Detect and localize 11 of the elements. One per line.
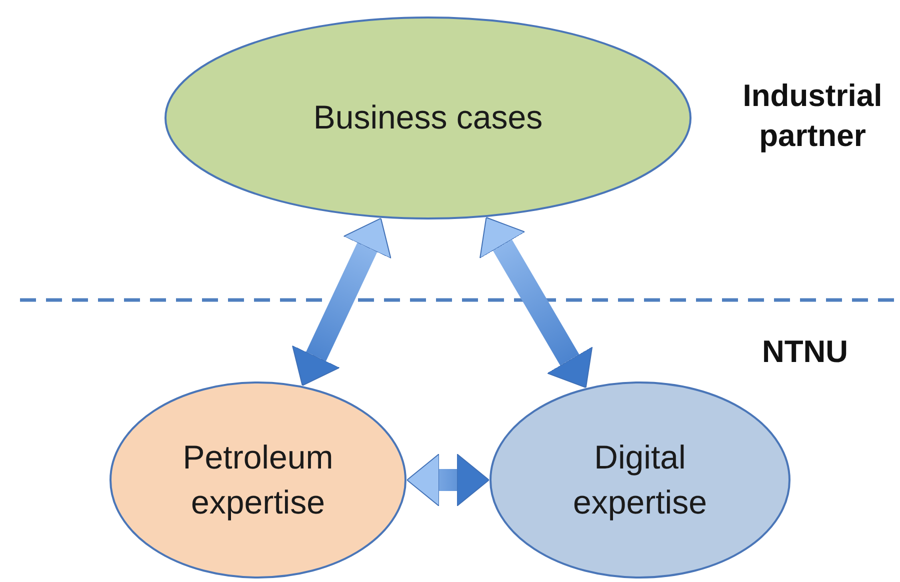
node-label: Business cases xyxy=(312,98,544,138)
double-arrow xyxy=(292,218,392,386)
oval-node xyxy=(164,16,692,220)
region-label: Industrial partner xyxy=(742,77,884,156)
region-label: NTNU xyxy=(760,333,850,371)
node-label: Petroleum expertise xyxy=(182,437,334,522)
double-arrow xyxy=(406,454,490,506)
oval-node xyxy=(109,381,407,579)
node-label: Digital expertise xyxy=(572,437,708,522)
oval-node xyxy=(489,381,791,579)
double-arrow xyxy=(480,216,593,388)
